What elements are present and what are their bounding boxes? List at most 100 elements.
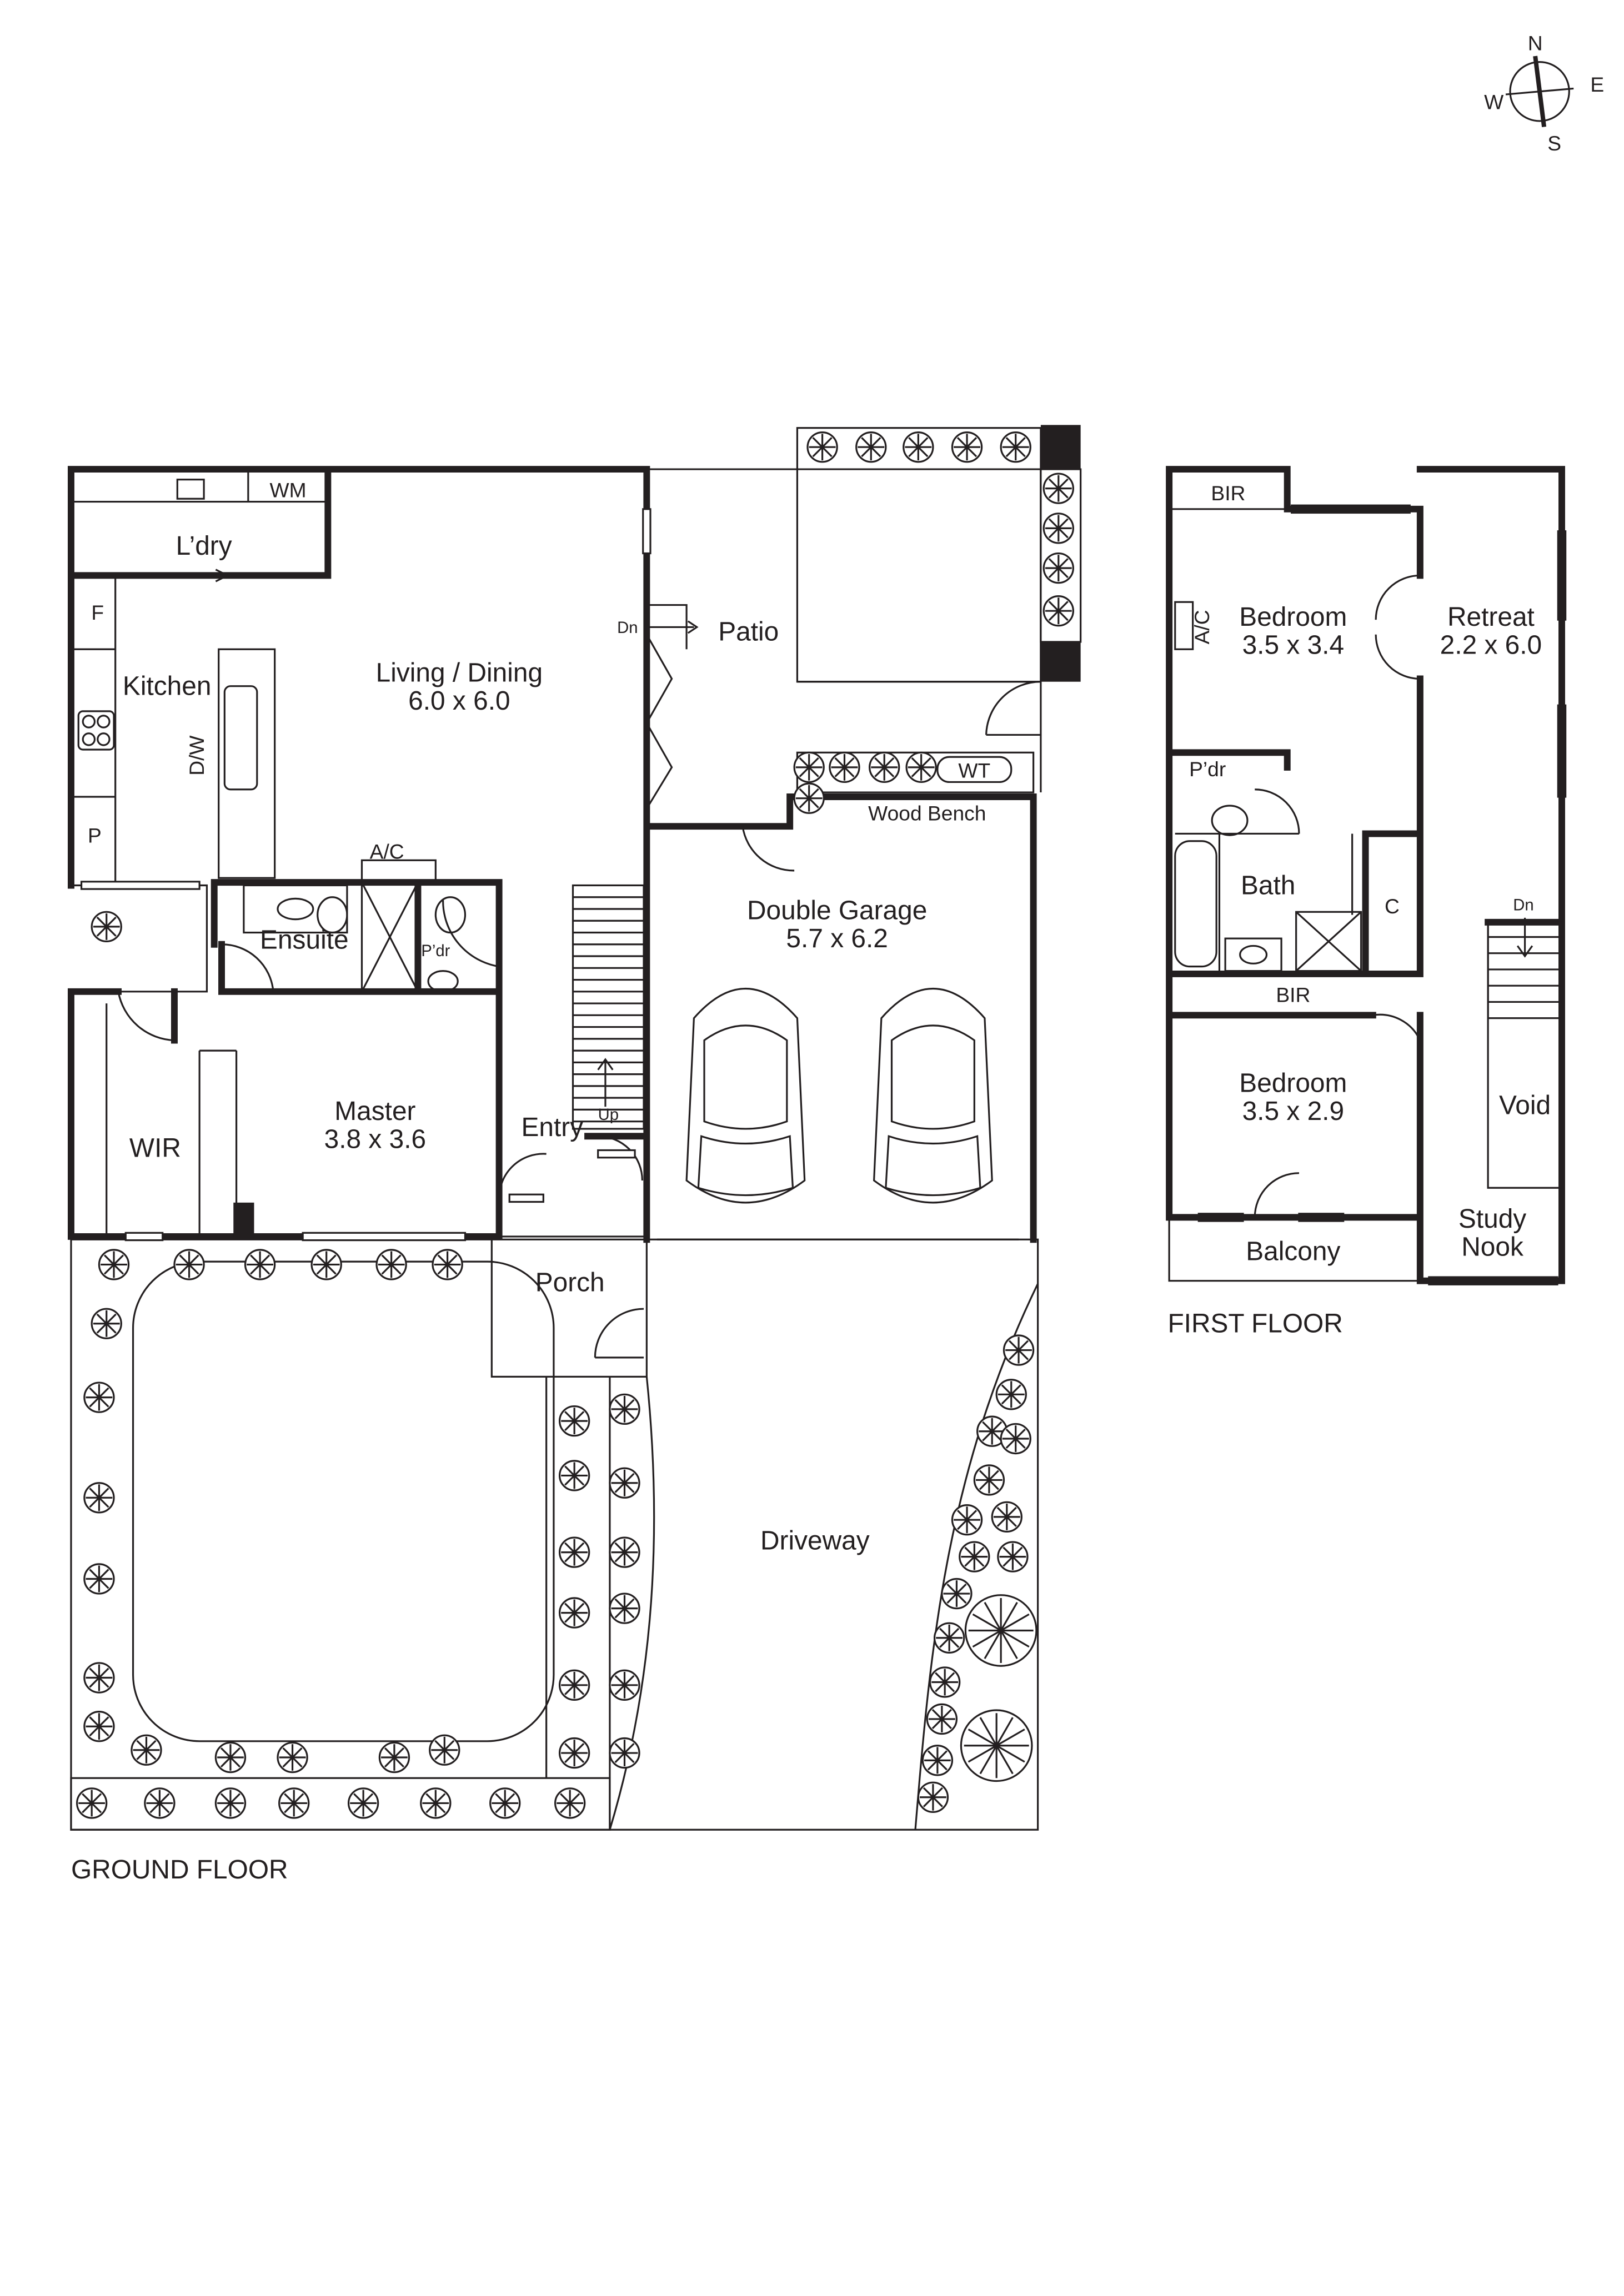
label-study-2: Nook <box>1461 1232 1523 1262</box>
shower <box>360 881 419 993</box>
shower <box>1295 911 1362 972</box>
label-ac-first: A/C <box>1190 610 1214 644</box>
label-master: Master <box>334 1097 415 1126</box>
tree-icon <box>793 782 825 814</box>
label-dishwasher: D/W <box>185 735 208 775</box>
label-living: Living / Dining <box>376 659 543 688</box>
tree-icon <box>793 751 825 783</box>
label-entry: Entry <box>521 1113 583 1142</box>
tree-icon <box>933 1622 965 1654</box>
tree-icon <box>917 1781 949 1813</box>
tree-icon <box>829 751 860 783</box>
basin-icon <box>1239 944 1268 964</box>
label-bir-top: BIR <box>1211 481 1245 505</box>
tree-icon <box>995 1379 1027 1410</box>
tree-icon <box>960 1709 1033 1782</box>
tree-icon <box>609 1467 640 1499</box>
first-floor-caption: FIRST FLOOR <box>1167 1309 1342 1339</box>
label-stairs-down: Dn <box>617 619 638 637</box>
label-bedroom2: Bedroom <box>1239 1069 1347 1098</box>
tree-icon <box>991 1501 1022 1533</box>
label-ac: A/C <box>370 840 404 863</box>
tree-icon <box>609 1536 640 1568</box>
tree-icon <box>1003 1334 1035 1366</box>
tree-icon <box>1000 1423 1031 1455</box>
tree-icon <box>941 1577 973 1610</box>
tree-icon <box>91 1308 122 1339</box>
tree-icon <box>806 431 838 463</box>
tree-icon <box>214 1787 247 1819</box>
tree-icon <box>905 751 937 783</box>
label-retreat-size: 2.2 x 6.0 <box>1440 630 1542 660</box>
tree-icon <box>558 1405 590 1437</box>
kitchen-island <box>218 648 276 879</box>
label-laundry: L’dry <box>176 531 232 561</box>
label-stairs-down-first: Dn <box>1513 897 1533 915</box>
label-pantry: P <box>88 823 102 847</box>
label-wm: WM <box>270 479 307 502</box>
tree-icon <box>609 1669 640 1701</box>
label-bir-mid: BIR <box>1276 983 1310 1006</box>
cooktop-icon <box>77 710 115 751</box>
tree-icon <box>1042 595 1074 627</box>
tree-icon <box>558 1460 590 1491</box>
tree-icon <box>83 1381 115 1413</box>
tree-icon <box>951 1504 983 1536</box>
label-water-tank: WT <box>958 758 990 782</box>
toilet-icon <box>317 896 348 934</box>
tree-icon <box>432 1249 463 1280</box>
tree-icon <box>964 1594 1037 1667</box>
bathtub-icon <box>1174 840 1217 968</box>
label-garage: Double Garage <box>747 896 927 926</box>
label-stairs-up: Up <box>598 1106 619 1124</box>
tree-icon <box>378 1741 410 1774</box>
label-bedroom1: Bedroom <box>1239 602 1347 632</box>
label-kitchen: Kitchen <box>123 672 212 701</box>
sink-icon <box>223 685 258 791</box>
compass-w: W <box>1484 91 1503 114</box>
label-patio: Patio <box>718 617 779 646</box>
label-powder-first: P’dr <box>1189 757 1226 781</box>
label-wood-bench: Wood Bench <box>868 802 986 825</box>
tree-icon <box>959 1541 990 1572</box>
planter <box>796 427 1042 683</box>
compass-icon: N E S W <box>1484 31 1604 155</box>
tree-icon <box>869 751 900 783</box>
toilet-icon <box>1211 805 1249 836</box>
tree-icon <box>83 1711 115 1742</box>
label-bath: Bath <box>1241 871 1295 900</box>
label-master-size: 3.8 x 3.6 <box>324 1125 426 1154</box>
tree-icon <box>131 1734 162 1766</box>
label-living-size: 6.0 x 6.0 <box>408 686 510 716</box>
tree-icon <box>1042 552 1074 584</box>
compass-s: S <box>1547 132 1561 155</box>
tree-icon <box>609 1393 640 1425</box>
tree-icon <box>83 1482 115 1514</box>
tree-icon <box>609 1737 640 1769</box>
tree-icon <box>554 1787 586 1819</box>
label-powder: P’dr <box>421 942 450 960</box>
tree-icon <box>558 1536 590 1568</box>
water-tank <box>936 756 1013 783</box>
label-bedroom1-size: 3.5 x 3.4 <box>1242 630 1344 660</box>
label-study: Study <box>1458 1204 1526 1234</box>
lawn <box>132 1260 555 1742</box>
tree-icon <box>489 1787 521 1819</box>
tree-icon <box>558 1597 590 1629</box>
label-balcony: Balcony <box>1246 1237 1340 1266</box>
tree-icon <box>921 1745 954 1776</box>
tree-icon <box>173 1249 205 1280</box>
toilet-icon <box>434 896 467 934</box>
tree-icon <box>951 431 983 463</box>
tree-icon <box>420 1787 452 1819</box>
tree-icon <box>997 1541 1029 1572</box>
tree-icon <box>347 1787 379 1819</box>
label-fridge: F <box>91 601 104 624</box>
tree-icon <box>855 431 887 463</box>
tree-icon <box>609 1592 640 1624</box>
tree-icon <box>91 911 122 943</box>
tree-icon <box>926 1703 958 1735</box>
tree-icon <box>278 1787 310 1819</box>
label-wir: WIR <box>129 1133 181 1163</box>
tree-icon <box>310 1249 342 1280</box>
